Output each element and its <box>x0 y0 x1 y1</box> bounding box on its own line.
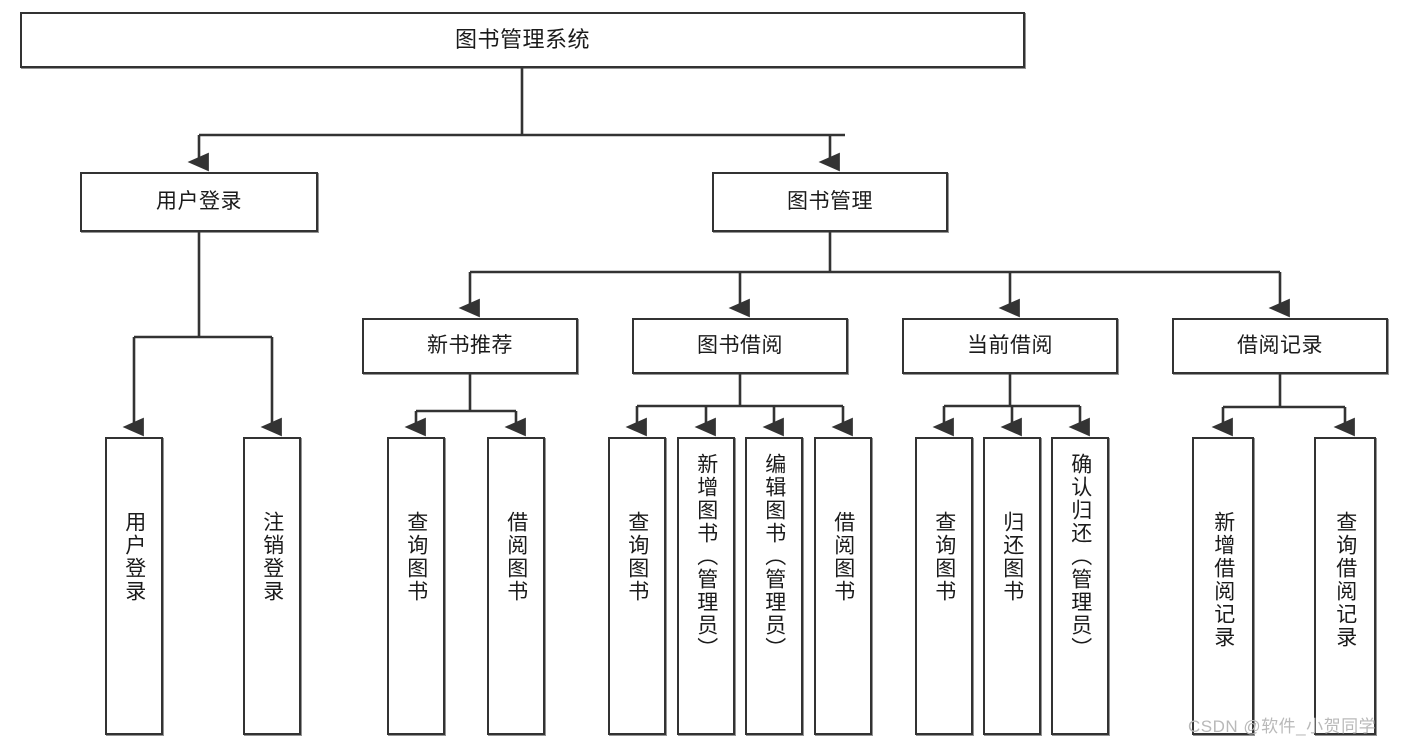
csdn-watermark: CSDN @软件_小贺同学 <box>1188 717 1377 736</box>
node-label: 图书借阅 <box>697 333 783 357</box>
node-label: 查询借阅记录 <box>1333 511 1357 649</box>
node-label: 确认归还（管理员） <box>1068 453 1092 660</box>
node-label: 借阅图书 <box>831 511 855 603</box>
node-leaf-edit-book-admin[interactable]: 编辑图书（管理员） <box>745 437 803 735</box>
node-book-borrowing[interactable]: 图书借阅 <box>632 318 848 374</box>
node-label: 注销登录 <box>260 511 284 603</box>
node-label: 新增借阅记录 <box>1211 511 1235 649</box>
node-new-book-recommendation[interactable]: 新书推荐 <box>362 318 578 374</box>
node-borrowing-record[interactable]: 借阅记录 <box>1172 318 1388 374</box>
node-current-borrowing[interactable]: 当前借阅 <box>902 318 1118 374</box>
node-label: 查询图书 <box>932 511 956 603</box>
node-leaf-borrow-book-recommend[interactable]: 借阅图书 <box>487 437 545 735</box>
node-label: 查询图书 <box>404 511 428 603</box>
node-leaf-return-book[interactable]: 归还图书 <box>983 437 1041 735</box>
node-leaf-query-book-current[interactable]: 查询图书 <box>915 437 973 735</box>
node-leaf-query-borrow-record[interactable]: 查询借阅记录 <box>1314 437 1376 735</box>
node-leaf-logout[interactable]: 注销登录 <box>243 437 301 735</box>
node-leaf-user-login[interactable]: 用户登录 <box>105 437 163 735</box>
node-user-login[interactable]: 用户登录 <box>80 172 318 232</box>
node-label: 借阅记录 <box>1237 333 1323 357</box>
node-label: 编辑图书（管理员） <box>762 453 786 660</box>
node-leaf-add-book-admin[interactable]: 新增图书（管理员） <box>677 437 735 735</box>
node-label: 新增图书（管理员） <box>694 453 718 660</box>
node-label: 查询图书 <box>625 511 649 603</box>
node-label: 新书推荐 <box>427 333 513 357</box>
node-leaf-query-book-borrow[interactable]: 查询图书 <box>608 437 666 735</box>
node-root-book-management-system[interactable]: 图书管理系统 <box>20 12 1025 68</box>
node-leaf-confirm-return-admin[interactable]: 确认归还（管理员） <box>1051 437 1109 735</box>
node-leaf-borrow-book[interactable]: 借阅图书 <box>814 437 872 735</box>
node-label: 当前借阅 <box>967 333 1053 357</box>
node-label: 图书管理系统 <box>454 27 590 53</box>
node-label: 用户登录 <box>122 511 146 603</box>
node-book-management[interactable]: 图书管理 <box>712 172 948 232</box>
node-label: 图书管理 <box>787 189 873 213</box>
node-label: 借阅图书 <box>504 511 528 603</box>
node-label: 用户登录 <box>156 189 242 213</box>
node-label: 归还图书 <box>1000 511 1024 603</box>
node-leaf-query-book-recommend[interactable]: 查询图书 <box>387 437 445 735</box>
node-leaf-add-borrow-record[interactable]: 新增借阅记录 <box>1192 437 1254 735</box>
